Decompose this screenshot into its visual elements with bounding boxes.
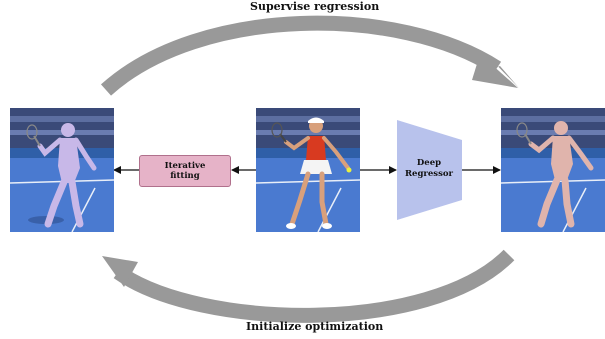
supervise-regression-label: Supervise regression [250,0,380,13]
initialize-arrow [113,249,515,323]
input-photo [256,108,360,232]
fitted-mesh-photo [10,108,114,232]
regressor-trapezoid [397,120,462,220]
deep-regressor-line1: Deep [416,158,442,168]
iterative-fitting-line1: Iterative [164,161,206,171]
iterative-fitting-line2: fitting [170,171,200,181]
deep-regressor-line2: Regressor [404,169,454,179]
supervise-arrow [100,15,502,96]
deep-regressor-label: Deep Regressor [398,158,460,180]
regressed-mesh-photo [501,108,605,232]
initialize-arrowhead [102,256,138,287]
iterative-fitting-box: Iterative fitting [139,155,231,187]
initialize-optimization-label: Initialize optimization [246,320,384,333]
